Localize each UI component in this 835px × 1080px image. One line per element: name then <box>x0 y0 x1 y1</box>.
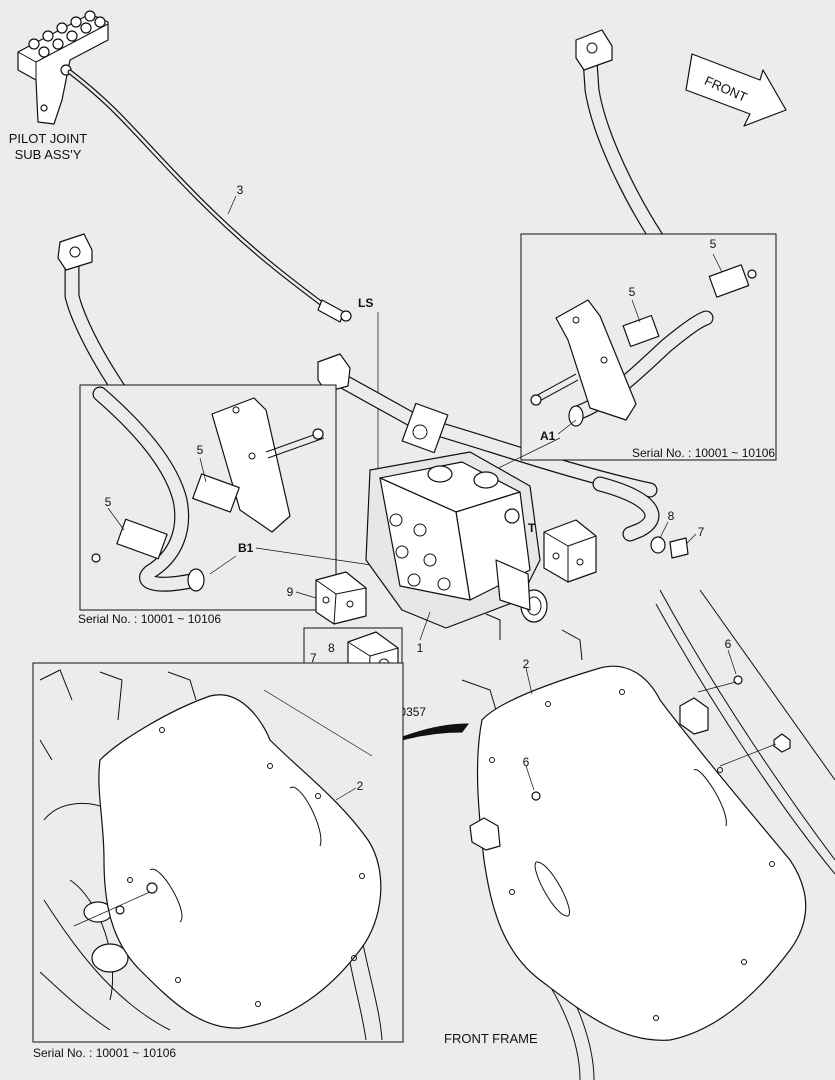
callout-5-right-a: 5 <box>710 237 717 251</box>
port-a1-label: A1 <box>540 429 556 443</box>
front-frame-label: FRONT FRAME <box>444 1031 538 1046</box>
callout-6-lower: 6 <box>523 755 530 769</box>
port-block-right <box>543 519 689 583</box>
inset-bottom-serial: Serial No. : 10001 ~ 10106 <box>33 1046 176 1060</box>
callout-7-right: 7 <box>698 525 705 539</box>
callout-2-right: 2 <box>523 657 530 671</box>
inset-a1-parts <box>530 264 757 427</box>
callout-8-right: 8 <box>668 509 675 523</box>
control-valve <box>365 451 548 629</box>
callout-2-left: 2 <box>357 779 364 793</box>
inset-b1-serial: Serial No. : 10001 ~ 10106 <box>78 612 221 626</box>
pilot-hose <box>67 69 352 323</box>
callout-3: 3 <box>237 183 244 197</box>
callout-9: 9 <box>287 585 294 599</box>
port-b1-label: B1 <box>238 541 254 555</box>
callout-1: 1 <box>417 641 424 655</box>
cover-plate-left <box>73 694 382 1029</box>
pipe-center <box>317 353 660 542</box>
pilot-joint-label-line2: SUB ASS'Y <box>15 147 82 162</box>
cover-plate-right <box>469 665 807 1041</box>
callout-5-right-b: 5 <box>629 285 636 299</box>
inset-b1-parts <box>91 386 325 592</box>
port-block-9 <box>315 571 367 625</box>
callout-7-small: 7 <box>310 651 317 665</box>
inset-bottom-background <box>39 669 383 1041</box>
callout-5-left-b: 5 <box>105 495 112 509</box>
callout-6-upper: 6 <box>725 637 732 651</box>
callout-5-left-a: 5 <box>197 443 204 457</box>
port-t-label: T <box>528 521 536 535</box>
port-ls-label: LS <box>358 296 373 310</box>
callout-8-small: 8 <box>328 641 335 655</box>
front-arrow-icon <box>685 53 787 127</box>
pilot-joint-block <box>17 10 109 125</box>
inset-a1-serial: Serial No. : 10001 ~ 10106 <box>632 446 775 460</box>
pilot-joint-label-line1: PILOT JOINT <box>9 131 88 146</box>
